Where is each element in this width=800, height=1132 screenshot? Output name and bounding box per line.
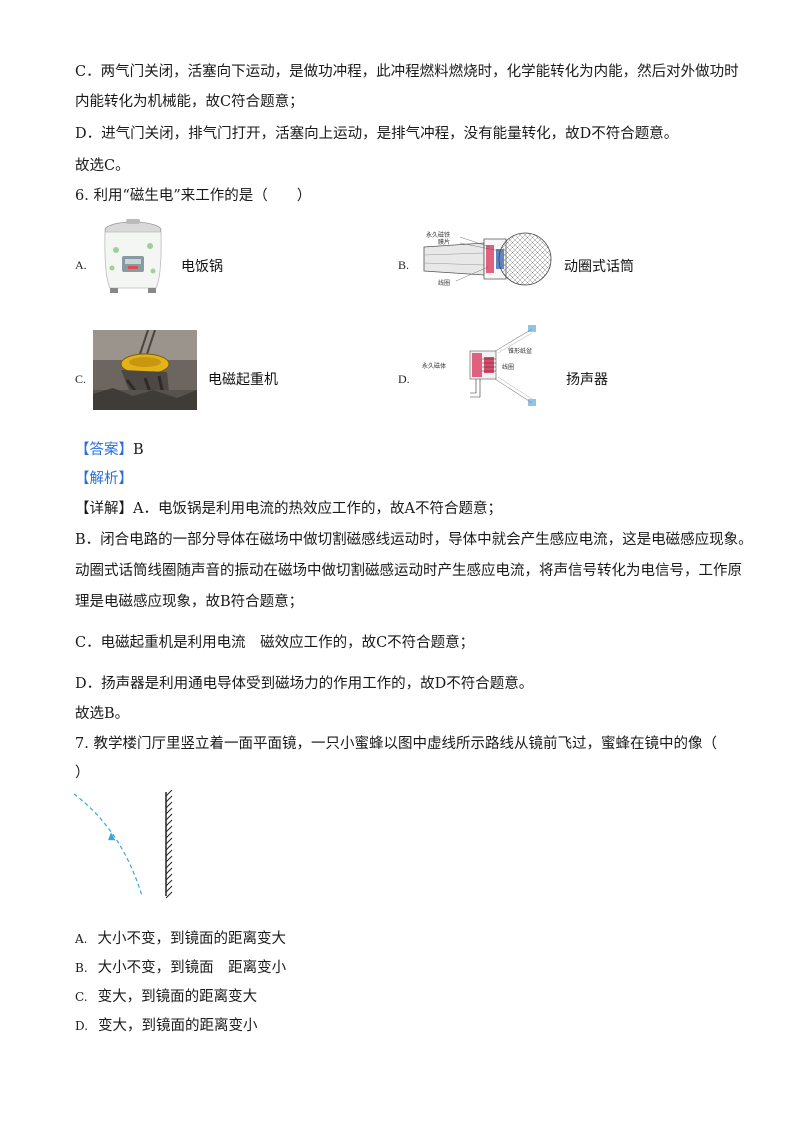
- microphone-label-diaphragm: 膜片: [438, 238, 450, 246]
- q6-detail-b-line3: 理是电磁感应现象，故B符合题意；: [75, 594, 304, 610]
- q6-option-c-label: C.: [75, 372, 87, 386]
- answer-tag: 【答案】: [75, 442, 133, 458]
- speaker-label-magnet: 永久磁体: [422, 362, 446, 370]
- mirror-hatch-marks: [165, 789, 173, 899]
- q6-option-c-text: 电磁起重机: [208, 372, 278, 388]
- q7-option-b: B. 大小不变，到镜面 距离变小: [75, 958, 286, 978]
- q7-option-a-text: 大小不变，到镜面的距离变大: [97, 931, 286, 947]
- q6-analysis-heading: 【解析】: [75, 469, 133, 489]
- q5-conclusion: 故选C。: [75, 158, 130, 174]
- q7-option-b-text: 大小不变，到镜面 距离变小: [97, 960, 287, 976]
- detail-a-text: A．电饭锅是利用电流的热效应工作的，故A不符合题意；: [133, 501, 502, 517]
- electromagnetic-crane-photo: [93, 329, 197, 410]
- q6-option-a-label: A.: [75, 258, 87, 272]
- q7-option-a: A. 大小不变，到镜面的距离变大: [75, 929, 286, 949]
- q7-option-d: D. 变大，到镜面的距离变小: [75, 1016, 258, 1036]
- loudspeaker-diagram: 永久磁体 锥形纸盆 线圈: [420, 323, 545, 408]
- q6-option-b-label: B.: [398, 258, 410, 272]
- q7-option-c: C. 变大，到镜面的距离变大: [75, 987, 257, 1007]
- answer-value: B: [133, 442, 144, 458]
- speaker-label-coil: 线圈: [502, 363, 514, 371]
- q6-conclusion: 故选B。: [75, 706, 130, 722]
- path-direction-arrow-icon: [108, 832, 116, 841]
- q6-option-d-text: 扬声器: [566, 372, 608, 388]
- microphone-label-magnet: 永久磁铁: [426, 231, 450, 239]
- rice-cooker-image: [98, 216, 168, 296]
- bee-flight-path: [73, 793, 143, 897]
- q5-option-d-explanation: D．进气门关闭，排气门打开，活塞向上运动，是排气冲程，没有能量转化，故D不符合题…: [75, 126, 679, 142]
- q6-option-d-label: D.: [398, 372, 410, 386]
- moving-coil-microphone-diagram: 永久磁铁 膜片 线圈: [420, 225, 555, 295]
- detail-tag: 【详解】: [75, 501, 133, 517]
- q5-option-c-explanation-line2: 内能转化为机械能，故C符合题意；: [75, 94, 304, 110]
- q6-detail-b-line1: B．闭合电路的一部分导体在磁场中做切割磁感线运动时，导体中就会产生感应电流，这是…: [75, 532, 753, 548]
- q6-detail-a: 【详解】A．电饭锅是利用电流的热效应工作的，故A不符合题意；: [75, 499, 502, 519]
- q6-option-b-text: 动圈式话筒: [564, 259, 634, 275]
- q7-option-d-label: D.: [75, 1019, 89, 1033]
- q7-option-d-text: 变大，到镜面的距离变小: [98, 1018, 258, 1034]
- q7-option-c-label: C.: [75, 990, 88, 1004]
- q7-option-c-text: 变大，到镜面的距离变大: [97, 989, 258, 1005]
- speaker-label-cone: 锥形纸盆: [508, 347, 532, 355]
- q6-stem: 6. 利用“磁生电”来工作的是（ ）: [75, 188, 312, 204]
- q7-stem-line1: 7. 教学楼门厅里竖立着一面平面镜，一只小蜜蜂以图中虚线所示路线从镜前飞过，蜜蜂…: [75, 736, 717, 752]
- q7-option-b-label: B.: [75, 961, 88, 975]
- q6-answer: 【答案】B: [75, 440, 144, 460]
- q7-option-a-label: A.: [75, 932, 88, 946]
- q7-stem-line2: ）: [75, 765, 90, 781]
- q6-detail-c: C．电磁起重机是利用电流 磁效应工作的，故C不符合题意；: [75, 635, 475, 651]
- q6-option-a-text: 电饭锅: [181, 259, 223, 275]
- analysis-tag: 【解析】: [75, 471, 133, 487]
- microphone-label-coil: 线圈: [438, 279, 450, 287]
- mirror-bee-path-diagram: [70, 789, 180, 900]
- q5-option-c-explanation-line1: C．两气门关闭，活塞向下运动，是做功冲程，此冲程燃料燃烧时，化学能转化为内能，然…: [75, 64, 739, 80]
- q6-detail-d: D．扬声器是利用通电导体受到磁场力的作用工作的，故D不符合题意。: [75, 676, 534, 692]
- q6-detail-b-line2: 动圈式话筒线圈随声音的振动在磁场中做切割磁感运动时产生感应电流，将声信号转化为电…: [75, 563, 742, 579]
